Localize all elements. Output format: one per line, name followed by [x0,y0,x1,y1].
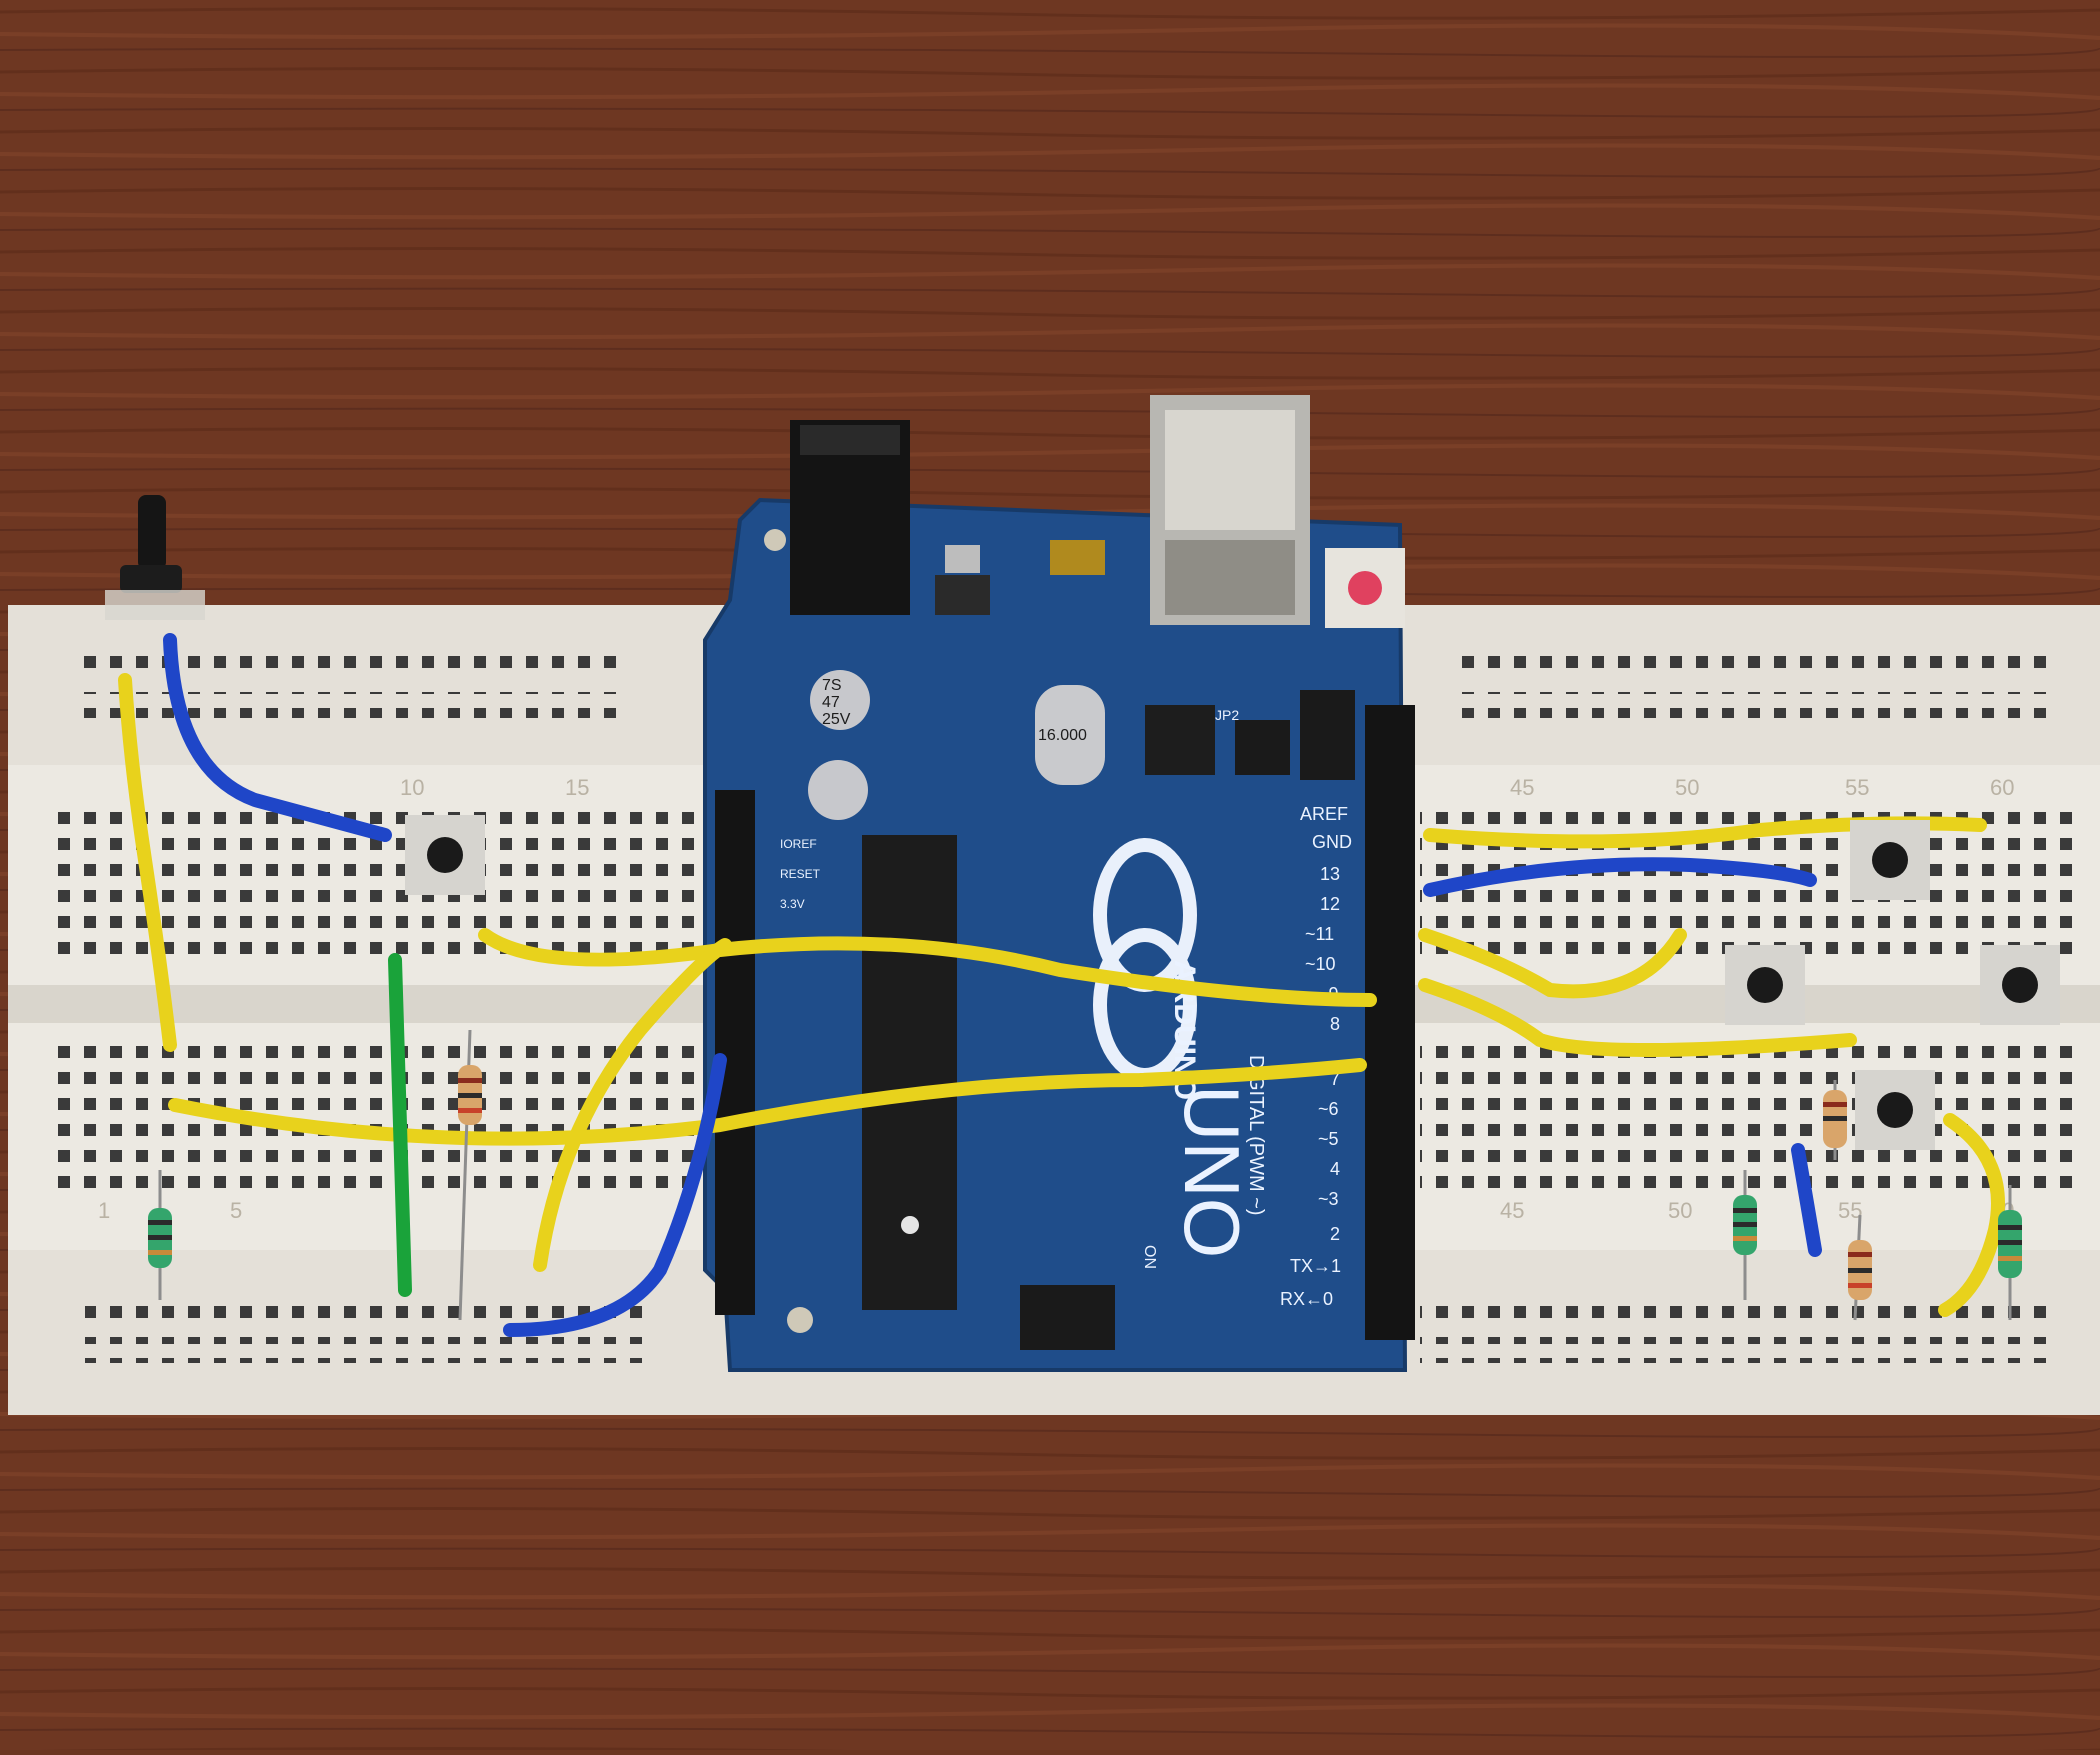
wire-yellow [118,673,177,1052]
resistor [1733,1170,1757,1300]
wire-yellow [1418,978,1857,1057]
wire-yellow [533,938,732,1272]
wire-blue [1423,857,1817,897]
wire-yellow [1938,1113,2005,1317]
svg-text:UNO: UNO [1168,1085,1256,1258]
svg-text:4: 4 [1330,1159,1340,1179]
svg-text:~10: ~10 [1305,954,1336,974]
row-number: 50 [1675,775,1699,800]
wire-blue [1791,1143,1822,1257]
push-buttons [105,495,2060,1150]
resistor [1848,1214,1872,1321]
wire-yellow [478,928,1377,1007]
svg-text:16.000: 16.000 [1038,727,1087,744]
resistor [148,1170,172,1300]
svg-text:~5: ~5 [1318,1129,1339,1149]
tactile-button [405,815,485,895]
wire-blue [503,1053,727,1337]
svg-text:AREF: AREF [1300,804,1348,824]
svg-text:ON: ON [1141,1245,1158,1269]
svg-text:DIGITAL (PWM ~): DIGITAL (PWM ~) [1245,1055,1267,1216]
resistors [148,1029,2022,1321]
row-number: 60 [1990,775,2014,800]
svg-text:12: 12 [1320,894,1340,914]
row-number: 10 [400,775,424,800]
svg-text:TX→1: TX→1 [1290,1256,1341,1276]
svg-text:13: 13 [1320,864,1340,884]
svg-text:~3: ~3 [1318,1189,1339,1209]
row-number: 50 [1668,1198,1692,1223]
row-number: 45 [1500,1198,1524,1223]
resistor [1998,1185,2022,1320]
jumper-wires [118,633,2005,1337]
svg-text:JP2: JP2 [1215,707,1239,723]
power-header [715,790,755,1315]
svg-text:~6: ~6 [1318,1099,1339,1119]
panel-push-button [105,495,205,620]
crystal [1035,685,1105,785]
atmega-chip [862,835,957,1310]
wire-blue [163,633,392,842]
svg-text:25V: 25V [822,711,851,728]
row-number: 45 [1510,775,1534,800]
wire-yellow [1418,928,1687,999]
digital-header [1365,705,1415,1340]
svg-text:7: 7 [1330,1069,1340,1089]
row-number: 1 [98,1198,110,1223]
arduino-uno-board: 7S 47 25V 16.000 JP2 IOREF RESET 3.3V AR… [703,395,1415,1372]
svg-text:3.3V: 3.3V [780,897,805,911]
svg-text:IOREF: IOREF [780,837,817,851]
tactile-button [1855,1070,1935,1150]
row-number: 15 [565,775,589,800]
svg-text:GND: GND [1312,832,1352,852]
svg-text:RESET: RESET [780,867,821,881]
wire-green [388,953,412,1297]
capacitor: 7S 47 25V [810,670,870,730]
resistor [1823,1080,1847,1160]
pin-labels: AREF GND 13 12 ~11 ~10 ~9 8 7 ~6 ~5 4 ~3… [1280,804,1352,1309]
svg-text:47: 47 [822,694,840,711]
svg-text:~11: ~11 [1305,924,1334,944]
tactile-button [1980,945,2060,1025]
row-number: 5 [230,1198,242,1223]
svg-text:RX←0: RX←0 [1280,1289,1333,1309]
resistor [458,1029,482,1321]
svg-text:8: 8 [1330,1014,1340,1034]
svg-text:7S: 7S [822,677,842,694]
tactile-button [1725,945,1805,1025]
row-number: 55 [1845,775,1869,800]
tactile-button [1850,820,1930,900]
svg-text:2: 2 [1330,1224,1340,1244]
